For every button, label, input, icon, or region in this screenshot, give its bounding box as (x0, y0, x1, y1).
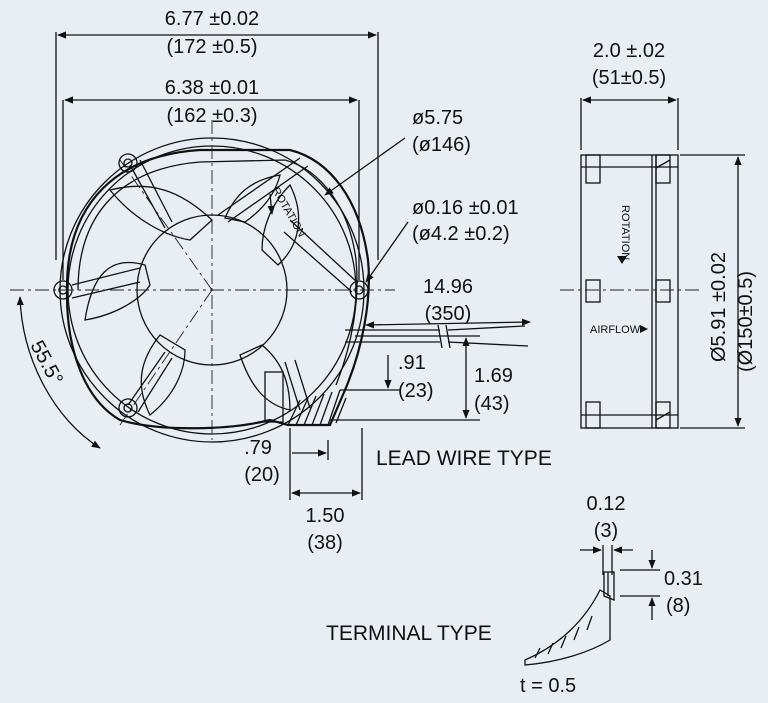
hole-spacing-inch: 6.38 ±0.01 (165, 77, 259, 99)
terminal-type-label: TERMINAL TYPE (326, 622, 492, 645)
height-inch: Ø5.91 ±0.02 (708, 252, 730, 362)
thickness-label: t = 0.5 (520, 675, 576, 697)
depth-mm: (51±0.5) (592, 67, 666, 89)
dim-overall-width: 6.77 ±0.02 (172 ±0.5) (55, 8, 379, 260)
side-rotation-label: ROTATION (619, 205, 631, 260)
front-view: ROTATION (10, 120, 395, 443)
airflow-label: AIRFLOW (590, 324, 641, 336)
frame-dia-inch: ø5.75 (412, 107, 463, 129)
dim-frame-dia: ø5.75 (ø146) (324, 107, 471, 196)
lead-length-mm: (350) (425, 303, 472, 325)
lead-length-inch: 14.96 (423, 276, 473, 298)
frame-dia-mm: (ø146) (412, 134, 471, 156)
dim-91-inch: .91 (398, 352, 426, 374)
terminal-height-inch: 0.31 (664, 568, 703, 590)
terminal-detail: 0.12 (3) 0.31 (8) (524, 493, 703, 666)
dim-169-inch: 1.69 (474, 365, 513, 387)
dim-hole-dia: ø0.16 ±0.01 (ø4.2 ±0.2) (365, 197, 519, 283)
dim-hole-spacing: 6.38 ±0.01 (162 ±0.3) (62, 77, 360, 280)
height-mm: (Ø150±0.5) (735, 271, 757, 372)
lead-wire-type-label: LEAD WIRE TYPE (376, 447, 552, 470)
hole-dia-inch: ø0.16 ±0.01 (412, 197, 519, 219)
terminal-height-mm: (8) (666, 595, 690, 617)
mounting-hole-icon (53, 153, 369, 418)
rotation-arrow-icon (617, 256, 627, 264)
dim-169-mm: (43) (474, 393, 510, 415)
hole-spacing-mm: (162 ±0.3) (166, 105, 257, 127)
airflow-arrow-icon (640, 325, 648, 333)
overall-width-inch: 6.77 ±0.02 (165, 8, 259, 30)
dim-79-mm: (20) (244, 464, 280, 486)
hole-dia-mm: (ø4.2 ±0.2) (412, 223, 510, 245)
dim-150-inch: 1.50 (306, 505, 345, 527)
lead-wire: 14.96 (350) (345, 276, 531, 349)
dim-lead-offsets: .91 (23) 1.69 (43) (330, 335, 513, 421)
terminal-width-inch: 0.12 (587, 493, 626, 515)
dim-79-inch: .79 (244, 437, 272, 459)
dim-connector-offsets: .79 (20) 1.50 (38) (244, 428, 363, 554)
overall-width-mm: (172 ±0.5) (166, 36, 257, 58)
terminal-width-mm: (3) (594, 520, 618, 542)
angle-label: 55.5° (26, 337, 67, 389)
dim-91-mm: (23) (398, 380, 434, 402)
depth-inch: 2.0 ±.02 (593, 40, 665, 62)
side-view: 2.0 ±.02 (51±0.5) ROTATION AIRFLOW Ø5.91… (560, 40, 757, 429)
rotation-label: ROTATION (269, 186, 307, 240)
dim-150-mm: (38) (307, 532, 343, 554)
